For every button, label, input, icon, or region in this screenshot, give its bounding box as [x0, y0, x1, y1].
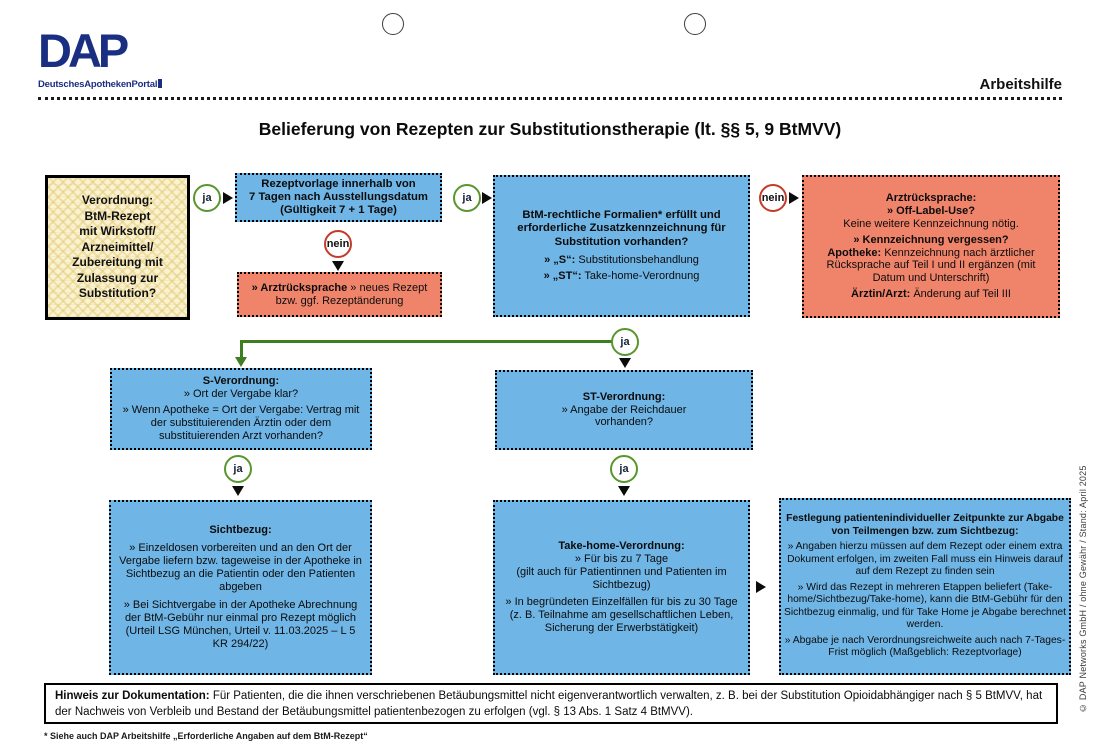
box-festlegung: Festlegung patientenindividueller Zeitpu…: [779, 498, 1071, 675]
flow-line-vertical: [240, 340, 243, 359]
decision-ja-5: ja: [610, 455, 638, 483]
box-arztruecksprache-rezept: » Arztrücksprache » neues Rezept bzw. gg…: [237, 272, 442, 317]
decision-ja-3: ja: [611, 328, 639, 356]
arrow-right-icon: [756, 581, 766, 593]
box-rezeptvorlage-text: Rezeptvorlage innerhalb von 7 Tagen nach…: [249, 177, 428, 217]
dap-logo: DAP DeutschesApothekenPortal: [38, 24, 163, 92]
st-verordnung-heading: ST-Verordnung:: [582, 390, 666, 403]
kennz-a2: Apotheke: Kennzeichnung nach ärztlicher …: [810, 247, 1052, 286]
s-verordnung-bullet2: » Wenn Apotheke = Ort der Vergabe: Vertr…: [122, 404, 360, 442]
arrow-down-icon: [332, 261, 344, 271]
documentation-note-text: Für Patienten, die die ihnen verschriebe…: [55, 690, 1043, 718]
doc-type-label: Arbeitshilfe: [979, 76, 1062, 93]
box-formalien: BtM-rechtliche Formalien* erfüllt und er…: [493, 175, 750, 317]
copyright-credit: © DAP Networks GmbH / ohne Gewähr / Stan…: [1078, 465, 1088, 714]
flow-line-horizontal: [240, 340, 612, 343]
decision-ja-2: ja: [453, 184, 481, 212]
decision-nein-1: nein: [324, 230, 352, 258]
logo-cursor-block: [158, 79, 163, 89]
formalien-st-code: » „ST“:: [543, 269, 582, 282]
kennz-q2: » Kennzeichnung vergessen?: [853, 233, 1009, 246]
festlegung-heading: Festlegung patientenindividueller Zeitpu…: [786, 512, 1064, 537]
kennz-a1: Keine weitere Kennzeichnung nötig.: [843, 217, 1019, 230]
sichtbezug-bullet2: » Bei Sichtvergabe in der Apotheke Abrec…: [123, 598, 358, 650]
kennz-a2-text: Kennzeichnung nach ärztlicher Rücksprach…: [826, 246, 1036, 285]
box-arztruecksprache-kennzeichnung: Arztrücksprache: » Off-Label-Use? Keine …: [802, 175, 1060, 318]
arrow-down-icon: [619, 358, 631, 368]
box-s-verordnung: S-Verordnung: » Ort der Vergabe klar? » …: [110, 368, 372, 450]
arrow-down-green-icon: [235, 357, 247, 367]
page-title: Belieferung von Rezepten zur Substitutio…: [258, 119, 842, 139]
box-take-home: Take-home-Verordnung: » Für bis zu 7 Tag…: [493, 500, 750, 675]
arrow-right-icon: [223, 192, 233, 204]
documentation-note-label: Hinweis zur Dokumentation:: [55, 690, 210, 702]
kennz-q1: » Off-Label-Use?: [886, 204, 975, 217]
punch-hole-right: [684, 13, 706, 35]
formalien-st-text: Take-home-Verordnung: [581, 269, 700, 282]
box-sichtbezug: Sichtbezug: » Einzeldosen vorbereiten un…: [109, 500, 372, 675]
box-formalien-bullet2: » „ST“: Take-home-Verordnung: [544, 270, 700, 283]
arztruecksprache-bold: » Arztrücksprache: [251, 281, 348, 294]
kennz-a3-role: Ärztin/Arzt:: [851, 288, 911, 301]
kennz-heading: Arztrücksprache:: [885, 191, 977, 204]
sichtbezug-heading: Sichtbezug:: [209, 524, 272, 537]
footnote: * Siehe auch DAP Arbeitshilfe „Erforderl…: [44, 731, 368, 741]
arrow-right-icon: [482, 192, 492, 204]
box-verordnung: Verordnung: BtM-Rezept mit Wirkstoff/ Ar…: [45, 175, 190, 320]
decision-nein-2: nein: [759, 184, 787, 212]
kennz-a3-text: Änderung auf Teil III: [910, 288, 1011, 301]
box-formalien-bullet1: » „S“: Substitutionsbehandlung: [544, 254, 699, 267]
dap-logo-acronym: DAP: [38, 24, 129, 77]
arrow-right-icon: [789, 192, 799, 204]
box-verordnung-text: Verordnung: BtM-Rezept mit Wirkstoff/ Ar…: [72, 192, 163, 301]
sichtbezug-bullet1: » Einzeldosen vorbereiten und an den Ort…: [119, 542, 362, 594]
s-verordnung-heading: S-Verordnung:: [202, 375, 280, 388]
festlegung-bullet1: » Angaben hierzu müssen auf dem Rezept o…: [787, 541, 1063, 578]
festlegung-bullet3: » Abgabe je nach Verordnungsreichweite a…: [784, 634, 1066, 659]
st-verordnung-bullet1: » Angabe der Reichdauer vorhanden?: [561, 403, 687, 429]
take-home-bullet2: » In begründeten Einzelfällen für bis zu…: [505, 596, 738, 635]
decision-ja-4: ja: [224, 455, 252, 483]
header-dotted-rule: [38, 97, 1062, 100]
arztruecksprache-rest: » neues Rezept bzw. ggf. Rezeptänderung: [275, 281, 428, 307]
kennz-a3: Ärztin/Arzt: Änderung auf Teil III: [851, 288, 1011, 301]
kennz-a2-role: Apotheke:: [827, 246, 882, 259]
arrow-down-icon: [618, 486, 630, 496]
punch-hole-left: [382, 13, 404, 35]
s-verordnung-bullet1: » Ort der Vergabe klar?: [183, 388, 299, 401]
box-st-verordnung: ST-Verordnung: » Angabe der Reichdauer v…: [495, 370, 753, 450]
dap-logo-name: DeutschesApothekenPortal: [38, 79, 158, 91]
documentation-note: Hinweis zur Dokumentation: Für Patienten…: [44, 683, 1058, 724]
formalien-s-code: » „S“:: [544, 254, 576, 267]
take-home-bullet1: » Für bis zu 7 Tage (gilt auch für Patie…: [516, 552, 727, 591]
box-formalien-heading: BtM-rechtliche Formalien* erfüllt und er…: [517, 209, 726, 248]
take-home-heading: Take-home-Verordnung:: [558, 539, 685, 552]
festlegung-bullet2: » Wird das Rezept in mehreren Etappen be…: [784, 581, 1067, 631]
formalien-s-text: Substitutionsbehandlung: [575, 254, 699, 267]
decision-ja-1: ja: [193, 184, 221, 212]
arrow-down-icon: [232, 486, 244, 496]
box-arztruecksprache-rezept-text: » Arztrücksprache » neues Rezept bzw. gg…: [245, 282, 434, 308]
box-rezeptvorlage: Rezeptvorlage innerhalb von 7 Tagen nach…: [235, 173, 442, 222]
